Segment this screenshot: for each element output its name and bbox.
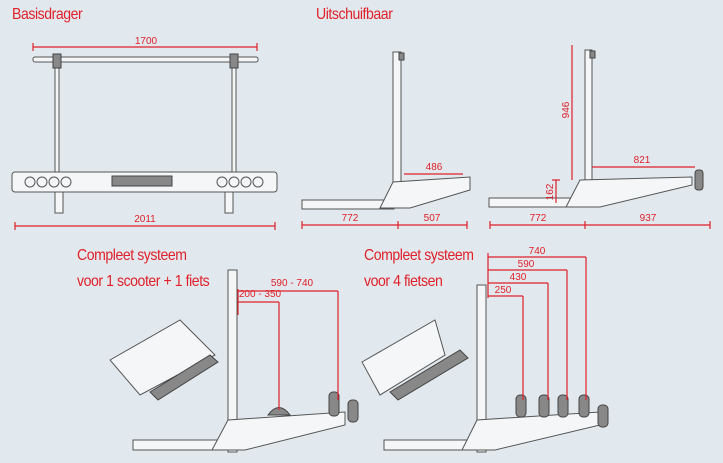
- dim-590-740: 590 - 740: [271, 278, 314, 289]
- dim-430: 430: [510, 272, 527, 283]
- dim-486: 486: [426, 162, 443, 173]
- title-compleet-scooter-1: Compleet systeem: [77, 247, 187, 264]
- dim-946: 946: [561, 101, 572, 118]
- dim-250: 250: [495, 285, 512, 296]
- uitschuifbaar-long-drawing: 946 162 821 772 937: [488, 45, 711, 229]
- uitschuifbaar-short-drawing: 486 772 507: [301, 51, 471, 229]
- dim-821: 821: [634, 155, 651, 166]
- title-compleet-fietsen-1: Compleet systeem: [364, 247, 474, 264]
- title-uitschuifbaar: Uitschuifbaar: [316, 6, 393, 23]
- dim-590: 590: [518, 259, 535, 270]
- bike-system-drawing: 740 590 430 250: [361, 246, 609, 453]
- dim-2011: 2011: [134, 214, 156, 225]
- dim-772-mid: 772: [342, 213, 359, 224]
- title-compleet-scooter-2: voor 1 scooter + 1 fiets: [77, 273, 210, 290]
- dim-740: 740: [529, 246, 546, 257]
- dim-162: 162: [545, 183, 556, 200]
- scooter-system-drawing: 590 - 740 200 - 350: [109, 269, 359, 453]
- basisdrager-drawing: 1700 2011: [11, 36, 278, 230]
- dim-937: 937: [640, 213, 657, 224]
- dim-200-350: 200 - 350: [239, 289, 282, 300]
- title-basisdrager: Basisdrager: [12, 6, 83, 23]
- dim-772-right: 772: [530, 213, 547, 224]
- title-compleet-fietsen-2: voor 4 fietsen: [364, 273, 443, 290]
- dim-1700: 1700: [135, 36, 158, 47]
- dim-507: 507: [424, 213, 441, 224]
